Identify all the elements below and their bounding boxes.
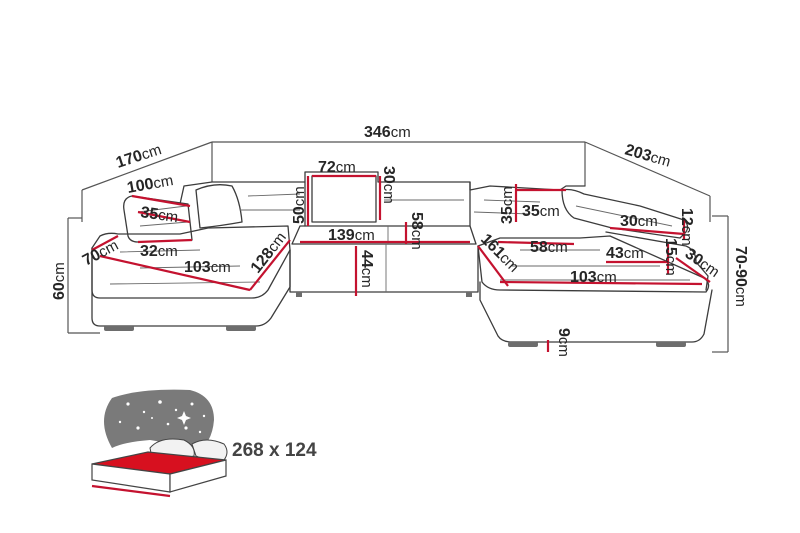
label-right-seat-depth: 58cm [530, 239, 568, 256]
label-back-height: 50cm [291, 186, 308, 224]
label-height-range: 70-90cm [732, 246, 749, 307]
label-back-cushion-width: 72cm [318, 159, 356, 176]
left-backrest [179, 181, 306, 227]
foot-middle-2 [466, 292, 472, 297]
left-armrest [123, 195, 193, 243]
bed-icon [91, 389, 228, 498]
stars-icon [118, 400, 206, 434]
label-right-back-inner: 35cm [522, 203, 560, 220]
label-left-depth: 170cm [114, 141, 164, 172]
right-backrest [469, 181, 586, 191]
dimension-labels: 346cm 170cm 203cm 100cm 35cm 32cm 70cm 6… [51, 124, 749, 357]
middle-seat [289, 245, 479, 293]
label-right-arm-width: 43cm [606, 245, 644, 262]
overall-dimension-lines [67, 141, 729, 353]
label-headrest-thickness: 12cm [678, 208, 695, 246]
label-back-cushion-height: 30cm [380, 166, 397, 204]
label-middle-seat-depth: 58cm [408, 212, 425, 250]
label-seat-height: 44cm [358, 250, 375, 288]
label-left-chaise-width: 103cm [184, 259, 231, 276]
left-pillow [195, 184, 243, 229]
label-right-chaise-width: 103cm [570, 269, 617, 286]
label-right-arm-height: 15cm [662, 238, 679, 276]
middle-back-cushion [311, 175, 377, 223]
label-right-depth: 203cm [623, 142, 673, 171]
red-dimension-lines [91, 174, 711, 352]
label-leg-height: 9cm [555, 328, 572, 357]
right-headrest [561, 188, 689, 239]
bed-size-label: 268 x 124 [232, 440, 317, 461]
night-sky-icon [104, 389, 214, 452]
right-armrest [605, 231, 709, 291]
label-middle-seat-width: 139cm [328, 227, 375, 244]
label-left-arm-width: 32cm [140, 243, 178, 260]
foot-left-1 [104, 326, 134, 331]
sofa-feet [104, 292, 686, 347]
label-right-back-vertical: 35cm [499, 186, 516, 224]
left-chaise-base [91, 247, 291, 327]
label-left-height: 60cm [51, 262, 68, 300]
foot-left-2 [226, 326, 256, 331]
label-headrest-width: 30cm [620, 213, 658, 230]
label-left-arm-depth: 100cm [126, 172, 175, 197]
label-total-width: 346cm [364, 124, 411, 141]
label-left-arm-inner: 35cm [139, 204, 179, 226]
foot-middle [296, 292, 302, 297]
foot-right-2 [656, 342, 686, 347]
label-left-chaise-diag: 128cm [248, 229, 290, 276]
foot-right-1 [508, 342, 538, 347]
label-left-seat-side: 70cm [80, 237, 121, 270]
left-chaise-top [91, 225, 291, 299]
